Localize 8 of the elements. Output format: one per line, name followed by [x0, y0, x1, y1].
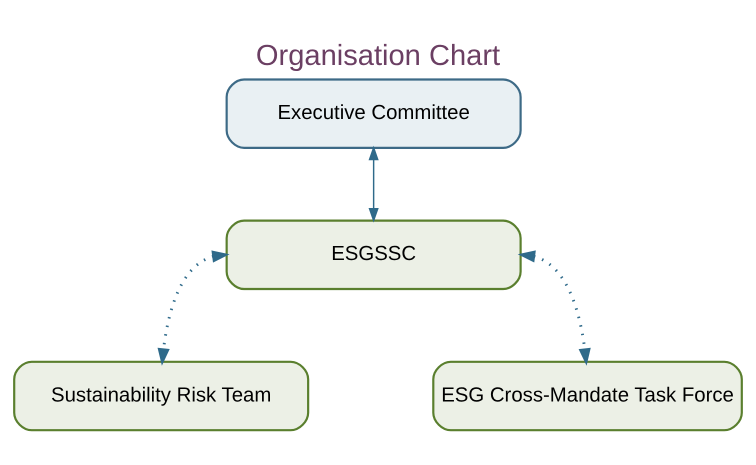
- arrow: [368, 145, 379, 222]
- node-box: ESG Cross-Mandate Task Force: [432, 360, 743, 431]
- node-box: Executive Committee: [226, 78, 522, 148]
- arrow: [158, 250, 230, 366]
- node-box: ESGSSC: [226, 219, 522, 290]
- arrow: [518, 250, 591, 366]
- diagram-title: Organisation Chart: [256, 39, 500, 72]
- node-box: Sustainability Risk Team: [13, 360, 310, 431]
